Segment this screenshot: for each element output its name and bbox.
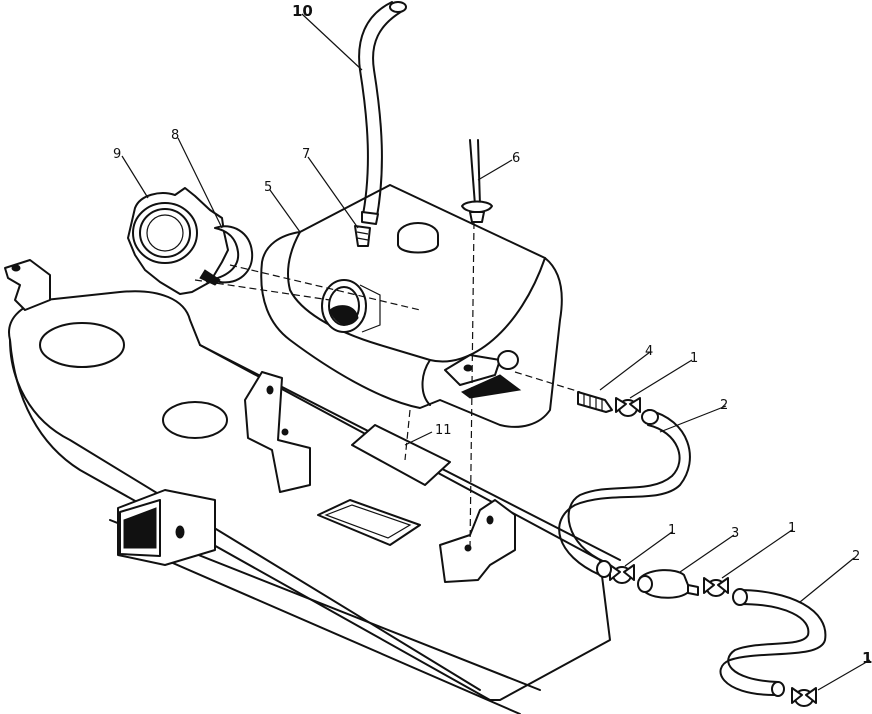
frame-assembly [4, 259, 621, 714]
callouts: 10 9 8 7 5 6 11 4 1 2 1 3 1 2 1 [113, 2, 872, 667]
callout-1-bottom: 1 [862, 649, 872, 667]
callout-2-upper: 2 [720, 398, 728, 413]
callout-3: 3 [731, 526, 739, 541]
callout-11: 11 [435, 423, 452, 438]
clamp-part-1-top [615, 397, 641, 417]
callout-5: 5 [264, 180, 272, 195]
callout-1-mid-left: 1 [668, 523, 676, 538]
fuel-tank-part-5 [260, 184, 563, 428]
clamp-part-1-bottom [791, 687, 817, 707]
callout-8: 8 [171, 128, 179, 143]
clamp-part-1-mid-left [609, 564, 635, 584]
fuel-hose-part-2-lower [719, 588, 827, 697]
fitting-part-4 [577, 391, 613, 413]
leader-lines [121, 13, 871, 691]
clamp-part-1-mid-right [703, 577, 729, 597]
alignment-lines [194, 221, 581, 549]
callout-2-lower: 2 [852, 549, 860, 564]
pad-part-11 [351, 424, 451, 486]
callout-4: 4 [645, 344, 653, 359]
callout-9: 9 [113, 147, 121, 162]
fitting-part-7 [354, 225, 371, 247]
vent-hose-part-10 [358, 1, 407, 225]
gasket-part-8 [199, 225, 254, 286]
sender-part-6 [461, 139, 493, 223]
filter-part-3 [637, 569, 699, 599]
callout-7: 7 [302, 147, 310, 162]
callout-1-mid-right: 1 [788, 521, 796, 536]
callout-10: 10 [292, 2, 313, 20]
callout-1-top: 1 [690, 351, 698, 366]
fuel-hose-part-2-upper [558, 409, 691, 578]
callout-6: 6 [512, 151, 520, 166]
